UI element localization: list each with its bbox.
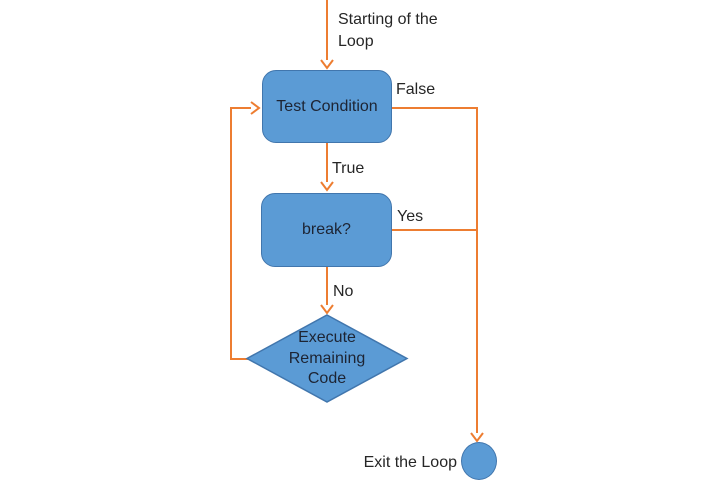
label-no: No — [333, 283, 354, 300]
edge-no-arrow — [320, 267, 334, 315]
edge-true-arrow — [320, 143, 334, 192]
node-break-check: break? — [261, 193, 392, 267]
label-starting-of-loop: Starting of the Loop — [338, 11, 438, 50]
edge-false-arrow — [392, 107, 484, 443]
node-execute-remaining-label: Execute Remaining Code — [288, 328, 366, 388]
node-break-check-label: break? — [302, 221, 351, 238]
label-true: True — [332, 160, 365, 177]
label-false: False — [396, 81, 436, 98]
label-yes: Yes — [397, 208, 424, 225]
label-exit-the-loop: Exit the Loop — [363, 454, 457, 471]
edge-loopback-arrow — [230, 101, 261, 360]
execute-remaining-diamond — [245, 314, 409, 403]
node-test-condition: Test Condition — [262, 70, 392, 143]
node-test-condition-label: Test Condition — [276, 97, 378, 115]
node-exit-circle — [461, 442, 497, 480]
edge-start-arrow — [320, 0, 334, 70]
